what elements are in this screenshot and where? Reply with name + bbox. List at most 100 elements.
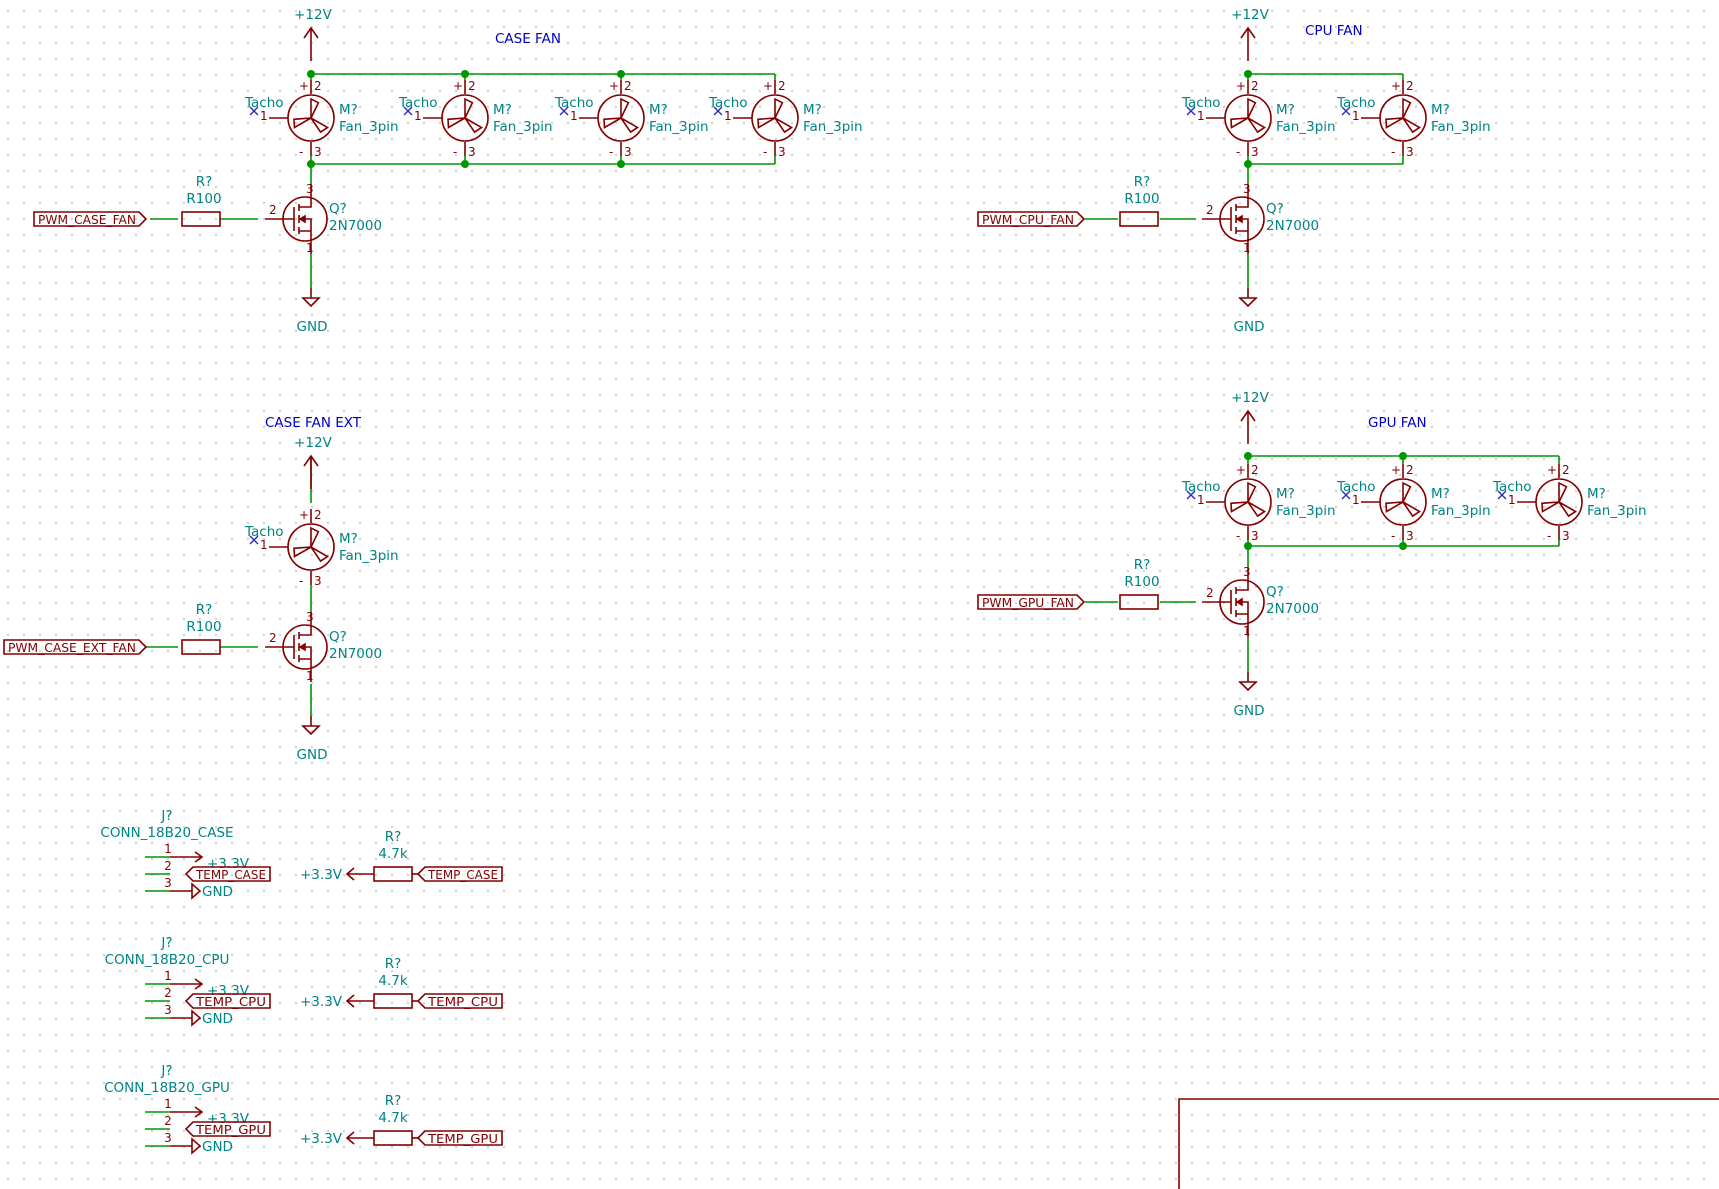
mosfet-reference: Q? <box>329 629 347 645</box>
connector-reference: J? <box>160 808 172 824</box>
label-text: TEMP_CASE <box>427 867 498 882</box>
resistor-reference: R? <box>385 829 402 845</box>
fan-reference: M? <box>1587 486 1606 502</box>
resistor-value: R100 <box>1124 191 1159 207</box>
fan-tacho-label: Tacho <box>244 95 284 111</box>
fan-pin-plus: + <box>453 79 463 93</box>
pwm-label-gpu: PWM_GPU_FAN <box>977 594 1086 610</box>
fan-pin-number: 2 <box>778 79 786 93</box>
note-case-fan: CASE FAN <box>495 31 561 47</box>
fan-pin-minus: - <box>1391 529 1395 543</box>
label-text: TEMP_GPU <box>427 1131 498 1146</box>
connector-pin: 3 <box>164 1003 172 1017</box>
junction <box>617 70 625 78</box>
fan-pin-minus: - <box>1236 145 1240 159</box>
fan-tacho-label: Tacho <box>244 524 284 540</box>
fan-pin-plus: + <box>1236 79 1246 93</box>
mosfet-pin-drain: 3 <box>306 182 314 196</box>
fan-pin-plus: + <box>609 79 619 93</box>
power-label: +12V <box>1231 390 1269 406</box>
fan-pin-number: 3 <box>1251 529 1259 543</box>
temp-label: TEMP_CPU <box>184 993 271 1009</box>
fan-tacho-label: Tacho <box>1181 95 1221 111</box>
resistor-case-ext: R?R100 <box>181 602 222 655</box>
gnd-label: GND <box>202 1011 233 1027</box>
fan-pin-number: 3 <box>1406 145 1414 159</box>
fan-pin-number: 2 <box>314 79 322 93</box>
connector-value: CONN_18B20_CPU <box>105 952 230 968</box>
gnd-label: GND <box>202 884 233 900</box>
fan-pin-number: 1 <box>260 538 268 552</box>
power-label: +3.3V <box>300 994 343 1010</box>
mosfet-value: 2N7000 <box>1266 601 1319 617</box>
fan-value: Fan_3pin <box>1276 119 1336 135</box>
gnd-label: GND <box>1234 703 1265 719</box>
power-12v-cpu: +12V <box>1231 7 1270 61</box>
resistor-gpu: R?R100 <box>1119 557 1160 610</box>
fan-reference: M? <box>339 102 358 118</box>
fan-pin-minus: - <box>1547 529 1551 543</box>
power-label: +12V <box>294 7 332 23</box>
connector-pin: 3 <box>164 876 172 890</box>
gnd-case: GND <box>297 288 327 335</box>
junction <box>461 160 469 168</box>
pwm-label-case: PWM_CASE_FAN <box>33 211 148 227</box>
fan-pin-number: 2 <box>468 79 476 93</box>
wires <box>145 73 1560 1147</box>
fan-value: Fan_3pin <box>339 548 399 564</box>
resistor-cpu: R?R100 <box>1119 174 1160 227</box>
fan-pin-number: 3 <box>468 145 476 159</box>
fan-pin-number: 2 <box>1406 463 1414 477</box>
label-text: TEMP_GPU <box>195 1122 266 1137</box>
junctions <box>307 70 1407 550</box>
mosfet-pin-gate: 2 <box>1206 203 1214 217</box>
resistor-value: 4.7k <box>378 973 407 989</box>
resistor-value: R100 <box>186 619 221 635</box>
junction <box>1244 542 1252 550</box>
mosfet-pin-drain: 3 <box>306 610 314 624</box>
fan-pin-number: 1 <box>260 109 268 123</box>
gnd-label: GND <box>202 1139 233 1155</box>
power-12v-gpu: +12V <box>1231 390 1270 444</box>
fan-pin-number: 3 <box>1406 529 1414 543</box>
connector-reference: J? <box>160 1063 172 1079</box>
label-text: TEMP_CPU <box>195 994 266 1009</box>
mosfet-value: 2N7000 <box>329 218 382 234</box>
mosfet-pin-drain: 3 <box>1243 565 1251 579</box>
note-gpu-fan: GPU FAN <box>1368 415 1427 431</box>
junction <box>307 70 315 78</box>
junction <box>1399 452 1407 460</box>
fan-tacho-label: Tacho <box>398 95 438 111</box>
fan-value: Fan_3pin <box>1431 503 1491 519</box>
fan-value: Fan_3pin <box>1587 503 1647 519</box>
fan-pin-number: 2 <box>1406 79 1414 93</box>
power-label: +3.3V <box>207 856 250 872</box>
pullup-cpu: +3.3V R?4.7k <box>300 956 418 1010</box>
mosfet-reference: Q? <box>1266 201 1284 217</box>
resistor-reference: R? <box>385 956 402 972</box>
power-label: +3.3V <box>207 1111 250 1127</box>
fan-value: Fan_3pin <box>649 119 709 135</box>
fan-tacho-label: Tacho <box>554 95 594 111</box>
pwm-label-cpu: PWM_CPU_FAN <box>977 211 1086 227</box>
gnd-label: GND <box>297 747 328 763</box>
fan-tacho-label: Tacho <box>1336 479 1376 495</box>
fan-pin-number: 2 <box>1251 463 1259 477</box>
fan-pin-number: 1 <box>570 109 578 123</box>
title-block-frame <box>1178 1098 1719 1189</box>
label-text: PWM_GPU_FAN <box>982 595 1074 610</box>
fan-pin-plus: + <box>299 508 309 522</box>
label-text: PWM_CPU_FAN <box>982 212 1074 227</box>
connector-pin: 1 <box>164 1097 172 1111</box>
pullup-gpu: +3.3VR?4.7k <box>300 1093 418 1147</box>
fan-pin-minus: - <box>299 574 303 588</box>
resistor-case: R?R100 <box>181 174 222 227</box>
fan-pin-plus: + <box>1391 463 1401 477</box>
